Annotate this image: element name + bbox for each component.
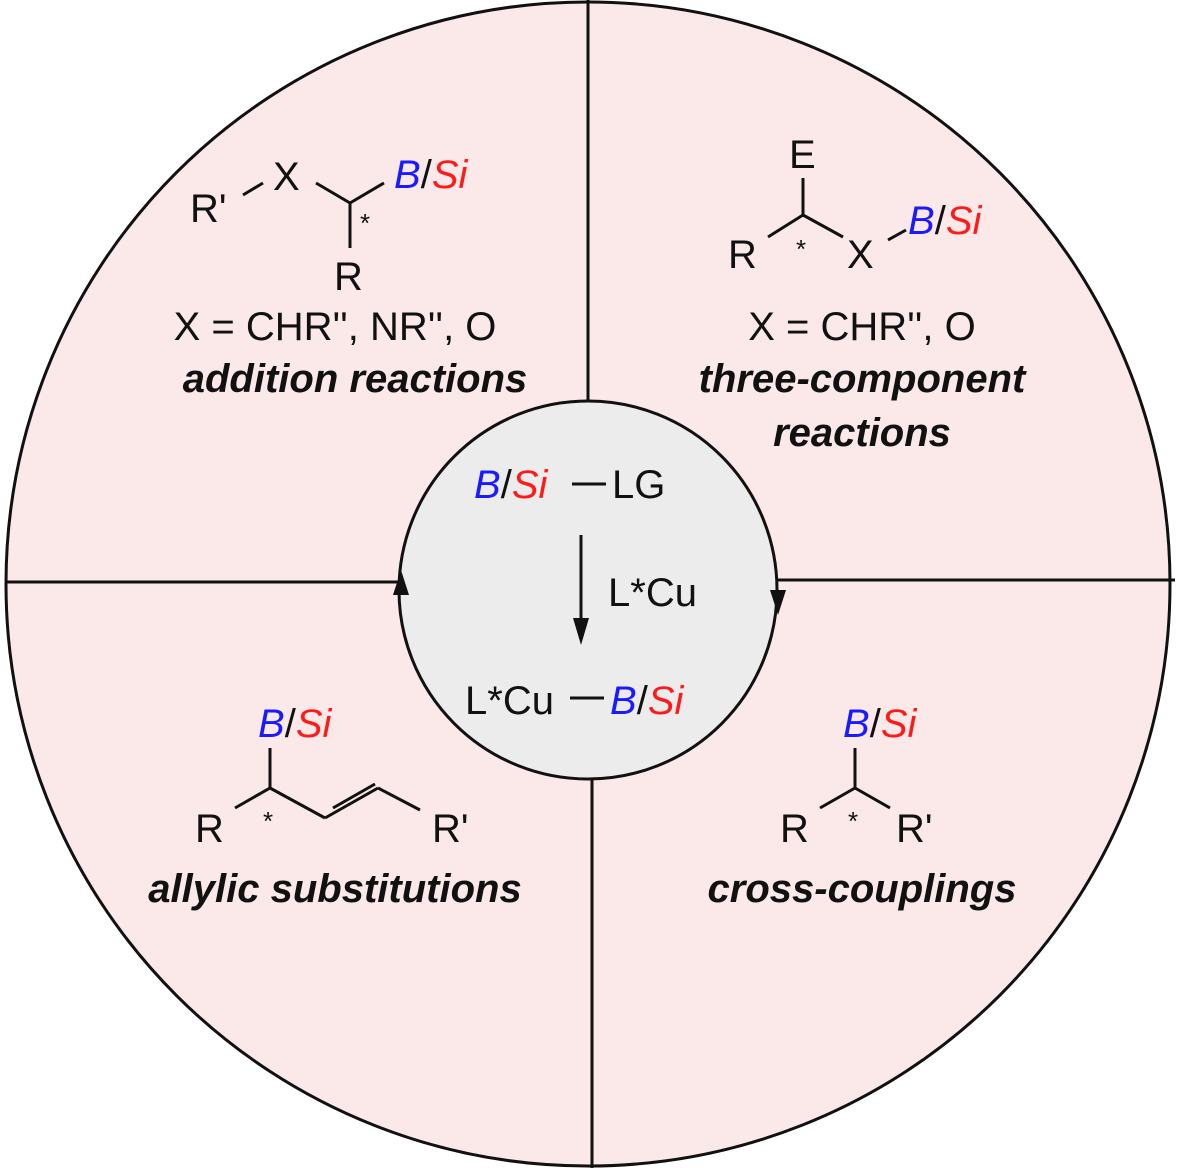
svg-text:X = CHR'', NR'', O: X = CHR'', NR'', O <box>174 305 497 349</box>
svg-text:reactions: reactions <box>773 411 951 455</box>
svg-text:R: R <box>780 807 809 851</box>
svg-text:R: R <box>195 807 224 851</box>
svg-text:*: * <box>263 806 273 836</box>
svg-text:R: R <box>334 255 363 299</box>
reaction-arrow-head-icon <box>573 618 589 645</box>
svg-text:allylic substitutions: allylic substitutions <box>148 867 521 911</box>
svg-text:B/Si: B/Si <box>258 702 332 746</box>
center-cycle-circle <box>397 399 779 781</box>
leaving-group: LG <box>612 463 665 507</box>
svg-text:B/Si: B/Si <box>394 153 468 197</box>
svg-text:*: * <box>796 234 806 264</box>
svg-text:*: * <box>360 208 370 238</box>
svg-text:R': R' <box>896 807 933 851</box>
quadrant-cross-couplings: B/Si * R R' cross-couplings <box>708 702 1017 911</box>
svg-text:E: E <box>789 133 816 177</box>
svg-text:*: * <box>848 806 858 836</box>
svg-text:addition reactions: addition reactions <box>183 357 528 401</box>
quadrant-three-component-reactions: E * R X B/Si X = CHR'', O three-componen… <box>699 133 1027 455</box>
reagent-b-si-lg: B/Si <box>474 463 548 507</box>
svg-text:R': R' <box>190 187 227 231</box>
intermediate-l-cu: L*Cu <box>465 679 554 723</box>
svg-text:X: X <box>273 155 300 199</box>
svg-text:X: X <box>847 233 874 277</box>
intermediate-b-si: B/Si <box>610 679 684 723</box>
svg-text:R': R' <box>432 807 469 851</box>
svg-text:X = CHR'', O: X = CHR'', O <box>748 305 976 349</box>
cycle-arrow-down-icon <box>770 590 786 615</box>
svg-text:B/Si: B/Si <box>908 199 982 243</box>
quadrant-addition-reactions: R' X * R B/Si X = CHR'', NR'', O additio… <box>174 153 528 401</box>
svg-text:R: R <box>728 233 757 277</box>
svg-text:three-component: three-component <box>699 357 1027 401</box>
cycle-arrow-up-icon <box>393 570 409 595</box>
catalyst-label: L*Cu <box>608 571 697 615</box>
svg-text:B/Si: B/Si <box>843 702 917 746</box>
svg-text:cross-couplings: cross-couplings <box>708 867 1017 911</box>
quadrant-allylic-substitutions: B/Si * R R' allylic substitutions <box>148 702 521 911</box>
